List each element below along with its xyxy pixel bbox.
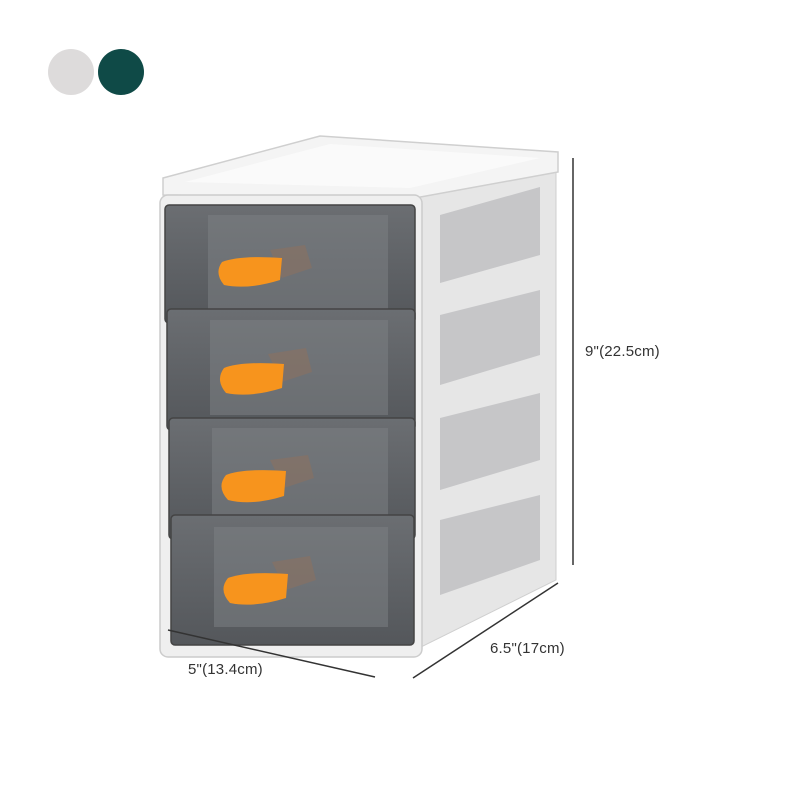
drawer-4[interactable] bbox=[170, 514, 415, 646]
drawer-handle bbox=[219, 363, 284, 395]
top-lid bbox=[162, 135, 559, 199]
drawer-handle bbox=[218, 257, 282, 287]
drawer-handle bbox=[223, 573, 288, 605]
drawer-1[interactable] bbox=[164, 204, 416, 324]
drawer-2[interactable] bbox=[166, 308, 416, 431]
side-frame bbox=[414, 159, 557, 651]
width-dimension-line bbox=[167, 629, 376, 678]
drawer-handle bbox=[221, 470, 286, 503]
height-label: 9"(22.5cm) bbox=[585, 343, 660, 360]
depth-dimension-line bbox=[412, 582, 559, 679]
drawer-3[interactable] bbox=[168, 417, 416, 540]
color-option-light-gray[interactable] bbox=[48, 49, 94, 95]
color-option-dark-teal[interactable] bbox=[98, 49, 144, 95]
depth-label: 6.5"(17cm) bbox=[490, 640, 565, 657]
width-label: 5"(13.4cm) bbox=[188, 661, 263, 678]
